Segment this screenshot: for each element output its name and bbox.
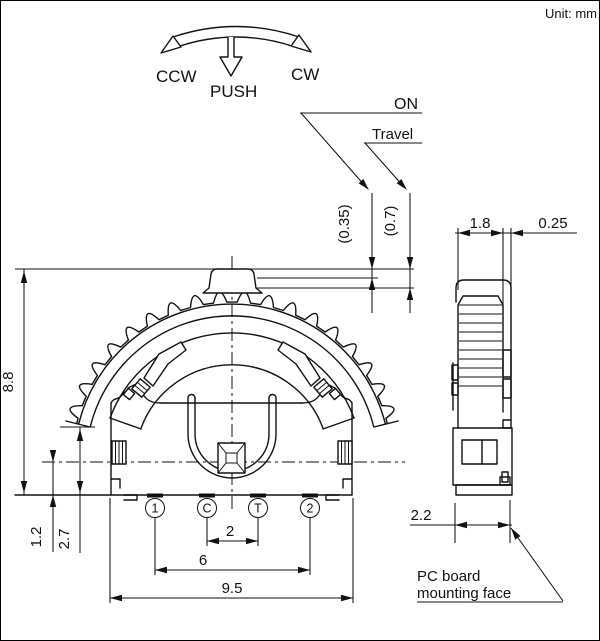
travel-label: Travel bbox=[372, 126, 413, 143]
arrowhead-icon bbox=[155, 566, 167, 574]
arrowhead-icon bbox=[20, 271, 28, 283]
contact-band-inner-arc bbox=[140, 364, 324, 430]
right-corner-step bbox=[342, 478, 353, 489]
arrowhead-icon bbox=[368, 257, 376, 269]
protrusion-value: 0.25 bbox=[538, 215, 567, 232]
terminal-c-label: C bbox=[202, 502, 211, 516]
wheel-rim-left-end bbox=[65, 420, 91, 428]
height-value: 8.8 bbox=[0, 372, 17, 393]
width-value: 9.5 bbox=[222, 580, 243, 597]
center-shaft-mark bbox=[217, 442, 246, 474]
dimension-arrowheads bbox=[20, 178, 523, 602]
arrowhead-icon bbox=[49, 450, 57, 462]
travel-annotation: ON Travel (0.35) (0.7) bbox=[249, 96, 422, 313]
arrowhead-icon bbox=[455, 521, 467, 529]
on-leader-line bbox=[300, 112, 367, 188]
contact-band-outer-arc bbox=[109, 332, 355, 419]
terminal-stub-t bbox=[250, 493, 266, 498]
rotation-band-inner-arc bbox=[179, 36, 293, 47]
on-label: ON bbox=[394, 96, 418, 113]
arrowhead-icon bbox=[511, 528, 521, 540]
ccw-label: CCW bbox=[156, 67, 197, 86]
side-base-plate bbox=[455, 484, 513, 496]
terminal-stub-2 bbox=[302, 493, 318, 498]
left-contact-nub bbox=[122, 387, 136, 401]
ccw-arrowhead-icon bbox=[160, 35, 182, 54]
arrowhead-icon bbox=[511, 229, 523, 237]
side-body-window bbox=[461, 439, 498, 465]
arrowhead-icon bbox=[20, 481, 28, 493]
right-contact-nub bbox=[328, 387, 342, 401]
wheel-rim-right-end bbox=[373, 420, 399, 428]
travel-leader-line bbox=[364, 142, 405, 188]
base-to-wheel-value: 2.7 bbox=[56, 529, 73, 550]
arrowhead-icon bbox=[498, 521, 510, 529]
left-detent-window bbox=[111, 440, 127, 465]
push-arrow-icon bbox=[219, 37, 243, 77]
full-travel-value: (0.7) bbox=[382, 206, 399, 237]
base-to-center-value: 1.2 bbox=[28, 527, 45, 548]
u-spring-outer bbox=[187, 397, 277, 479]
arrowhead-icon bbox=[341, 594, 353, 602]
rotation-symbol: CCW CW PUSH bbox=[156, 25, 319, 101]
arrowhead-icon bbox=[298, 566, 310, 574]
arrowhead-icon bbox=[491, 229, 503, 237]
right-contact-pad bbox=[313, 378, 333, 398]
arrowhead-icon bbox=[76, 429, 84, 441]
wheel-width-value: 1.8 bbox=[470, 215, 491, 232]
rotation-band-outer-arc bbox=[172, 25, 300, 38]
side-wheel-serrations bbox=[459, 304, 502, 387]
terminal-t-label: T bbox=[254, 502, 262, 516]
arrowhead-icon bbox=[49, 495, 57, 507]
side-base-lip bbox=[499, 476, 511, 486]
pcb-leader-line bbox=[510, 527, 564, 602]
terminal-stub-1 bbox=[147, 493, 163, 498]
terminal-stub-c bbox=[199, 493, 215, 498]
arrowhead-icon bbox=[110, 594, 122, 602]
contact-band-right-end bbox=[322, 417, 355, 430]
arrowhead-icon bbox=[76, 481, 84, 493]
span-value: 6 bbox=[199, 552, 207, 569]
arrowhead-icon bbox=[207, 537, 219, 545]
left-corner-step bbox=[110, 478, 121, 489]
arrowhead-icon bbox=[368, 278, 376, 290]
wheel-teeth-arc bbox=[69, 291, 395, 424]
unit-label: Unit: mm bbox=[545, 6, 597, 21]
pitch-value: 2 bbox=[226, 523, 234, 540]
pcb-note-line2: mounting face bbox=[417, 585, 511, 602]
right-contact-arm bbox=[277, 341, 321, 387]
arrowhead-icon bbox=[358, 178, 369, 190]
side-left-block-lower bbox=[451, 382, 459, 396]
depth-value: 2.2 bbox=[411, 507, 432, 524]
side-view: 1.8 0.25 2.2 PC board mounting face bbox=[410, 215, 577, 603]
push-label: PUSH bbox=[210, 82, 257, 101]
arrowhead-icon bbox=[396, 178, 407, 190]
pcb-note-line1: PC board bbox=[417, 568, 480, 585]
arrowhead-icon bbox=[406, 257, 414, 269]
u-spring-left-cap bbox=[187, 393, 196, 399]
arrowhead-icon bbox=[246, 537, 258, 545]
on-travel-value: (0.35) bbox=[336, 204, 353, 243]
side-body-notch bbox=[502, 419, 512, 429]
wheel-rim-outer-arc bbox=[78, 303, 386, 425]
right-detent-window bbox=[337, 440, 353, 465]
terminal-2-label: 2 bbox=[307, 502, 314, 516]
push-actuator-tab bbox=[202, 268, 263, 294]
u-spring-right-cap bbox=[268, 393, 277, 399]
left-contact-pad bbox=[131, 378, 151, 398]
arrowhead-icon bbox=[406, 288, 414, 300]
cw-label: CW bbox=[291, 65, 319, 84]
side-left-block-upper bbox=[451, 364, 459, 381]
front-view: 1 C T 2 8.8 1.2 2.7 2 6 9.5 bbox=[0, 256, 405, 603]
terminal-labels: 1 C T 2 bbox=[145, 498, 320, 518]
arrowhead-icon bbox=[458, 229, 470, 237]
wheel-rim-inner-arc bbox=[89, 315, 375, 428]
terminal-1-label: 1 bbox=[152, 502, 159, 516]
contact-band-left-end bbox=[109, 417, 142, 430]
cw-arrowhead-icon bbox=[290, 34, 312, 53]
left-contact-arm bbox=[143, 341, 187, 387]
